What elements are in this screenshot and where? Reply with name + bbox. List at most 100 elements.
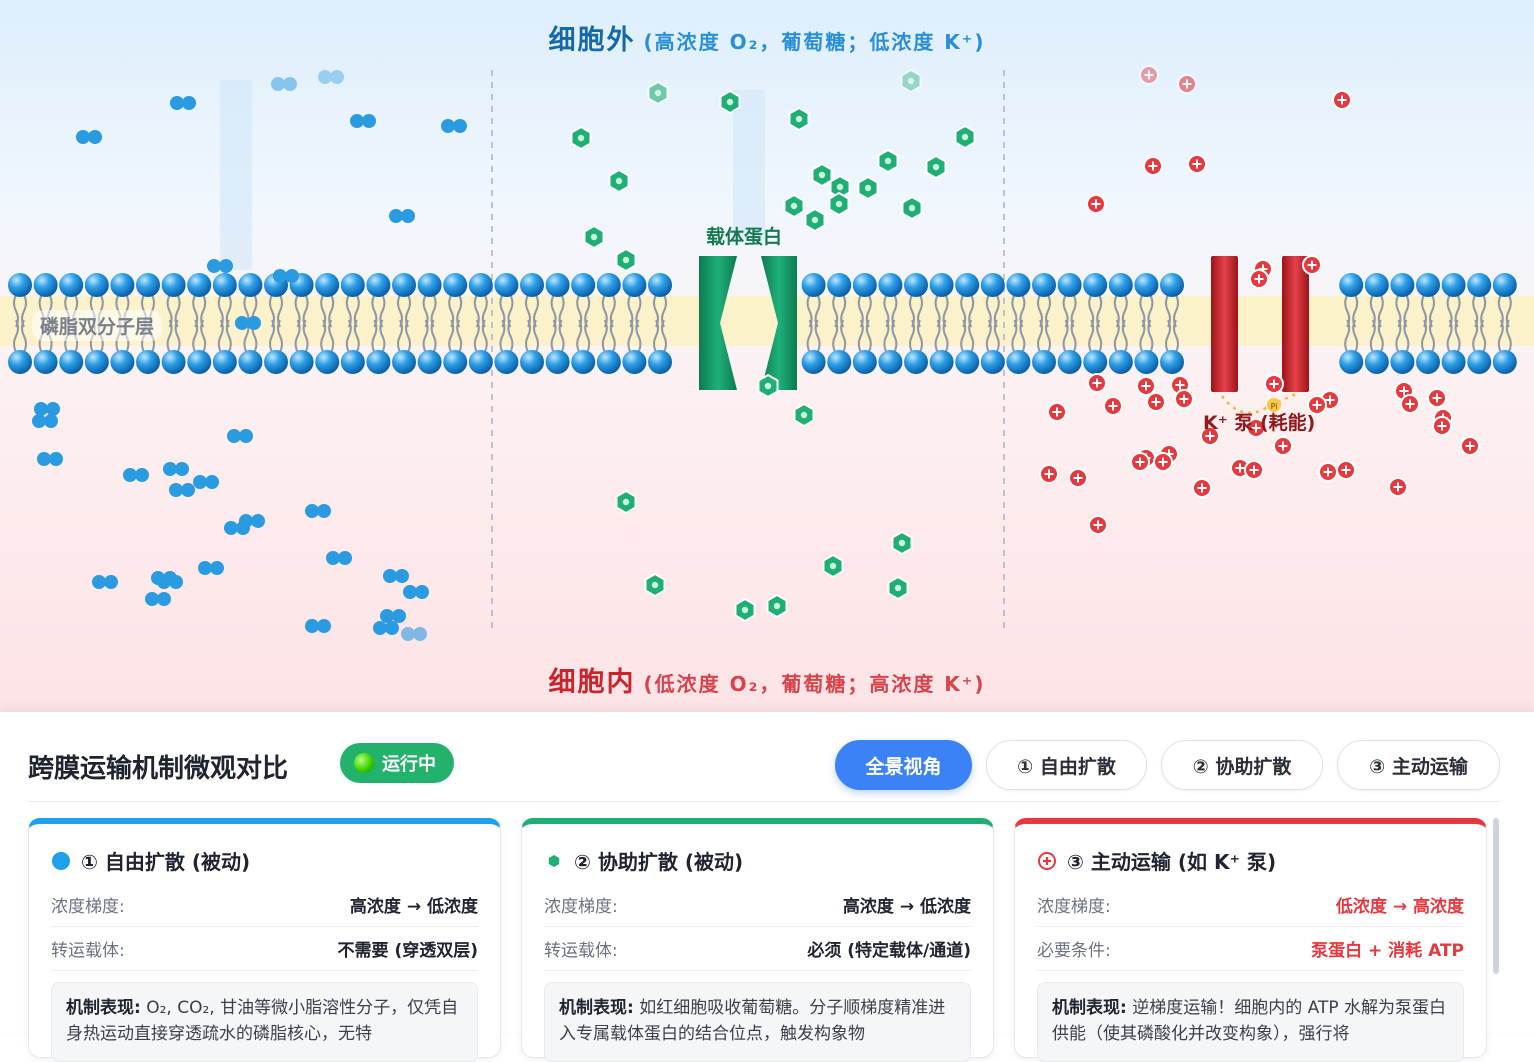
phospholipid <box>852 273 877 374</box>
lipid-tail <box>13 319 19 353</box>
lipid-tail <box>200 319 207 353</box>
potassium-plus <box>1182 79 1192 89</box>
lipid-tail <box>891 319 898 353</box>
potassium-body <box>1139 65 1159 85</box>
control-panel: 跨膜运输机制微观对比 运行中 全景视角 ① 自由扩散 ② 协助扩散 ③ 主动运输… <box>0 712 1534 1062</box>
potassium-plus <box>1197 483 1207 493</box>
oxygen-molecule <box>123 468 149 482</box>
lipid-head <box>1364 273 1389 297</box>
oxygen-atom <box>413 627 427 641</box>
lipid-head <box>161 273 186 297</box>
oxygen-atom <box>163 462 177 476</box>
card-title: ① 自由扩散 (被动) <box>51 846 250 875</box>
lipid-tail <box>174 319 181 353</box>
potassium-ion <box>1427 388 1447 408</box>
lipid-head <box>801 273 826 297</box>
lipid-tail <box>1446 319 1453 353</box>
potassium-ion <box>1244 460 1264 480</box>
oxygen-atom <box>350 114 364 128</box>
lipid-head <box>1134 273 1159 297</box>
lipid-tail <box>985 319 992 353</box>
lipid-head <box>187 273 212 297</box>
lipid-head <box>161 350 186 374</box>
lipid-head <box>33 350 58 374</box>
lipid-head <box>340 350 365 374</box>
lipid-head <box>84 273 109 297</box>
oxygen-atom <box>123 468 137 482</box>
oxygen-molecule <box>169 483 195 497</box>
phospholipid <box>1108 273 1133 374</box>
potassium-ion <box>1139 65 1159 85</box>
card-free-diffusion: ① 自由扩散 (被动) 浓度梯度: 高浓度 → 低浓度 转运载体: 不需要 (穿… <box>28 818 501 1062</box>
glucose-molecule <box>954 124 976 150</box>
oxygen-molecule <box>273 269 299 283</box>
row-value: 必须 (特定载体/通道) <box>807 940 971 961</box>
lipid-tail <box>1421 319 1427 353</box>
lipid-head <box>1364 350 1389 374</box>
lipid-head <box>878 350 903 374</box>
oxygen-atom <box>227 429 241 443</box>
lipid-tail <box>405 319 411 353</box>
lipid-tail <box>1139 319 1146 353</box>
tab-free-diffusion[interactable]: ① 自由扩散 <box>986 740 1147 790</box>
potassium-plus <box>1091 199 1101 209</box>
oxygen-atom <box>239 429 253 443</box>
lipid-tail <box>1070 319 1077 353</box>
glucose-core <box>894 584 902 592</box>
potassium-ion <box>1177 74 1197 94</box>
tab-overview[interactable]: 全景视角 <box>835 740 972 790</box>
lipid-head <box>1467 273 1492 297</box>
potassium-ion <box>1103 396 1123 416</box>
lipid-head <box>827 273 852 297</box>
oxygen-atom <box>46 402 60 416</box>
lipid-tail <box>21 319 27 353</box>
carrier-protein-label: 载体蛋白 <box>706 226 783 248</box>
cards-scrollbar[interactable] <box>1493 818 1499 974</box>
lipid-tail <box>166 319 173 353</box>
tab-facilitated-diffusion[interactable]: ② 协助扩散 <box>1161 740 1323 790</box>
glucose-molecule <box>644 572 666 598</box>
oxygen-atom <box>239 514 253 528</box>
phospholipid <box>1032 273 1056 374</box>
lipid-tail <box>1403 319 1410 353</box>
phospholipid <box>366 273 391 374</box>
lipid-head <box>59 350 84 374</box>
lipid-head <box>1134 350 1159 374</box>
phospholipid <box>468 273 493 374</box>
oxygen-atom <box>247 316 261 330</box>
lipid-head <box>1083 350 1108 374</box>
glucose-core <box>615 177 623 185</box>
lipid-head <box>545 350 570 374</box>
potassium-ion <box>1307 395 1327 415</box>
glucose-core <box>654 89 662 97</box>
row-key: 浓度梯度: <box>1037 896 1111 917</box>
lipid-tail <box>1147 319 1154 353</box>
phospholipid <box>1339 273 1364 374</box>
glucose-core <box>622 498 630 506</box>
oxygen-atom <box>326 551 340 565</box>
phospholipid <box>1441 273 1466 374</box>
lipid-tail <box>1011 319 1018 353</box>
phospholipid <box>904 273 928 374</box>
lipid-tail <box>601 319 608 353</box>
potassium-ion <box>1174 389 1194 409</box>
oxygen-atom <box>207 259 221 273</box>
lipid-head <box>1108 273 1133 297</box>
carrier-protein <box>699 256 797 390</box>
mechanism-label: 机制表现: <box>1052 998 1127 1018</box>
oxygen-atom <box>157 575 171 589</box>
view-tabs: 全景视角 ① 自由扩散 ② 协助扩散 ③ 主动运输 <box>835 740 1500 790</box>
lipid-head <box>1492 350 1517 374</box>
lipid-tail <box>1505 319 1512 353</box>
potassium-plus <box>1269 379 1279 389</box>
oxygen-atom <box>198 561 212 575</box>
potassium-ion <box>1432 416 1452 436</box>
row-value: 泵蛋白 + 消耗 ATP <box>1311 940 1464 961</box>
glucose-molecule <box>793 402 815 428</box>
potassium-plus <box>1323 467 1333 477</box>
lipid-head <box>955 350 980 374</box>
oxygen-molecule <box>235 316 261 330</box>
carrier-row: 转运载体: 不需要 (穿透双层) <box>51 926 478 971</box>
lipid-head <box>571 273 596 297</box>
tab-active-transport[interactable]: ③ 主动运输 <box>1337 740 1500 790</box>
